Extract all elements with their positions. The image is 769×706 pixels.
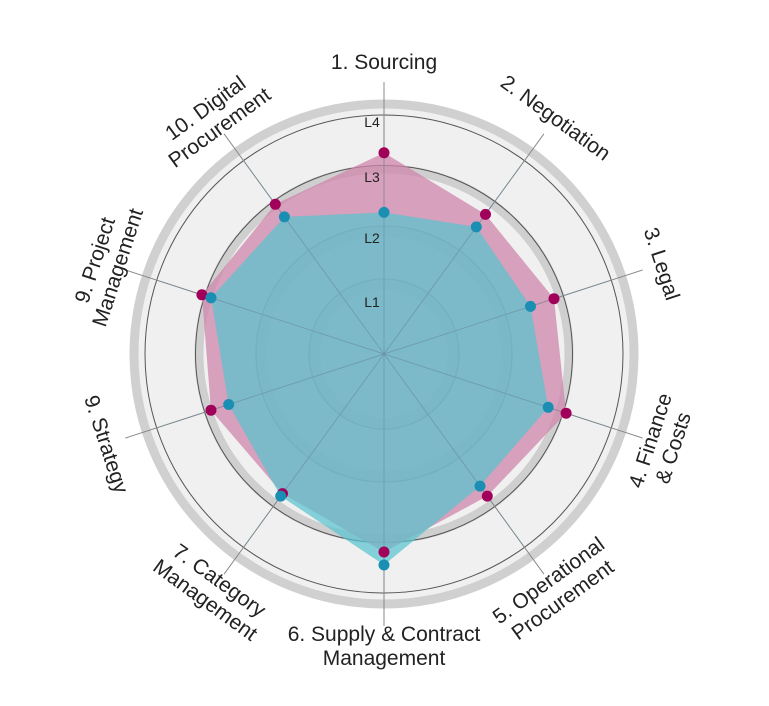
- data-point: [278, 211, 290, 223]
- data-point: [481, 490, 493, 502]
- data-point: [542, 401, 554, 413]
- axis-spoke-overlay: [383, 160, 525, 355]
- data-point: [525, 300, 536, 312]
- data-point: [223, 399, 235, 410]
- axis-spoke-overlay: [383, 279, 612, 355]
- axis-spoke-overlay: [156, 353, 385, 429]
- axis-label: 6. Supply & Contract: [288, 623, 481, 646]
- data-point: [205, 292, 217, 304]
- data-point: [480, 208, 491, 220]
- data-point: [378, 206, 390, 218]
- level-label: L4: [364, 114, 380, 130]
- data-point: [560, 407, 572, 419]
- data-point: [269, 198, 281, 210]
- axis-label-group: 3. Legal: [639, 225, 684, 303]
- axis-label-group: 9. Strategy: [79, 393, 132, 497]
- level-label: L2: [364, 230, 380, 246]
- axis-spoke-overlay: [243, 353, 385, 548]
- data-point: [205, 404, 217, 416]
- axis-label: 3. Legal: [639, 225, 684, 303]
- data-point: [275, 490, 287, 502]
- data-point: [378, 546, 390, 558]
- axis-spoke-overlay: [383, 353, 525, 548]
- data-point: [378, 559, 390, 571]
- data-point: [470, 221, 482, 233]
- level-label: L1: [364, 294, 380, 310]
- axis-spoke-overlay: [383, 353, 612, 429]
- axis-label-group: 4. Finance& Costs: [625, 390, 696, 490]
- axis-label: Management: [323, 647, 446, 670]
- axis-spoke-overlay: [156, 279, 385, 355]
- axis-label: 1. Sourcing: [331, 51, 437, 74]
- axis-label: 9. Strategy: [79, 393, 132, 497]
- series-area: [211, 212, 549, 565]
- axis-spoke-overlay: [243, 160, 385, 355]
- data-point: [196, 289, 208, 301]
- level-label: L3: [364, 169, 380, 185]
- data-point: [548, 293, 560, 305]
- data-point: [378, 147, 390, 159]
- axis-label-group: 1. Sourcing: [331, 51, 437, 74]
- data-point: [474, 480, 486, 492]
